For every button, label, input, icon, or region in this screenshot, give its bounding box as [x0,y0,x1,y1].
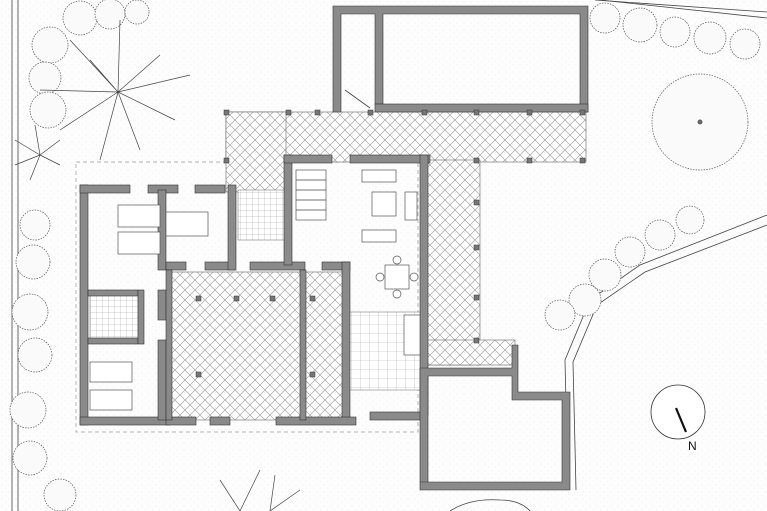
bath-tiles-1 [237,189,287,241]
trees-left [9,0,150,511]
trees-right [544,2,761,331]
terrace-columns [195,109,586,378]
north-compass: N [650,384,706,453]
furniture [89,169,421,411]
garage-top [332,5,589,113]
house-walls [79,154,431,426]
terrace-paving [169,111,587,421]
annex-right [419,344,571,491]
north-label: N [688,439,697,453]
bath-tiles-2 [89,294,139,341]
car-outline [449,499,531,511]
palm-trees [14,19,301,511]
